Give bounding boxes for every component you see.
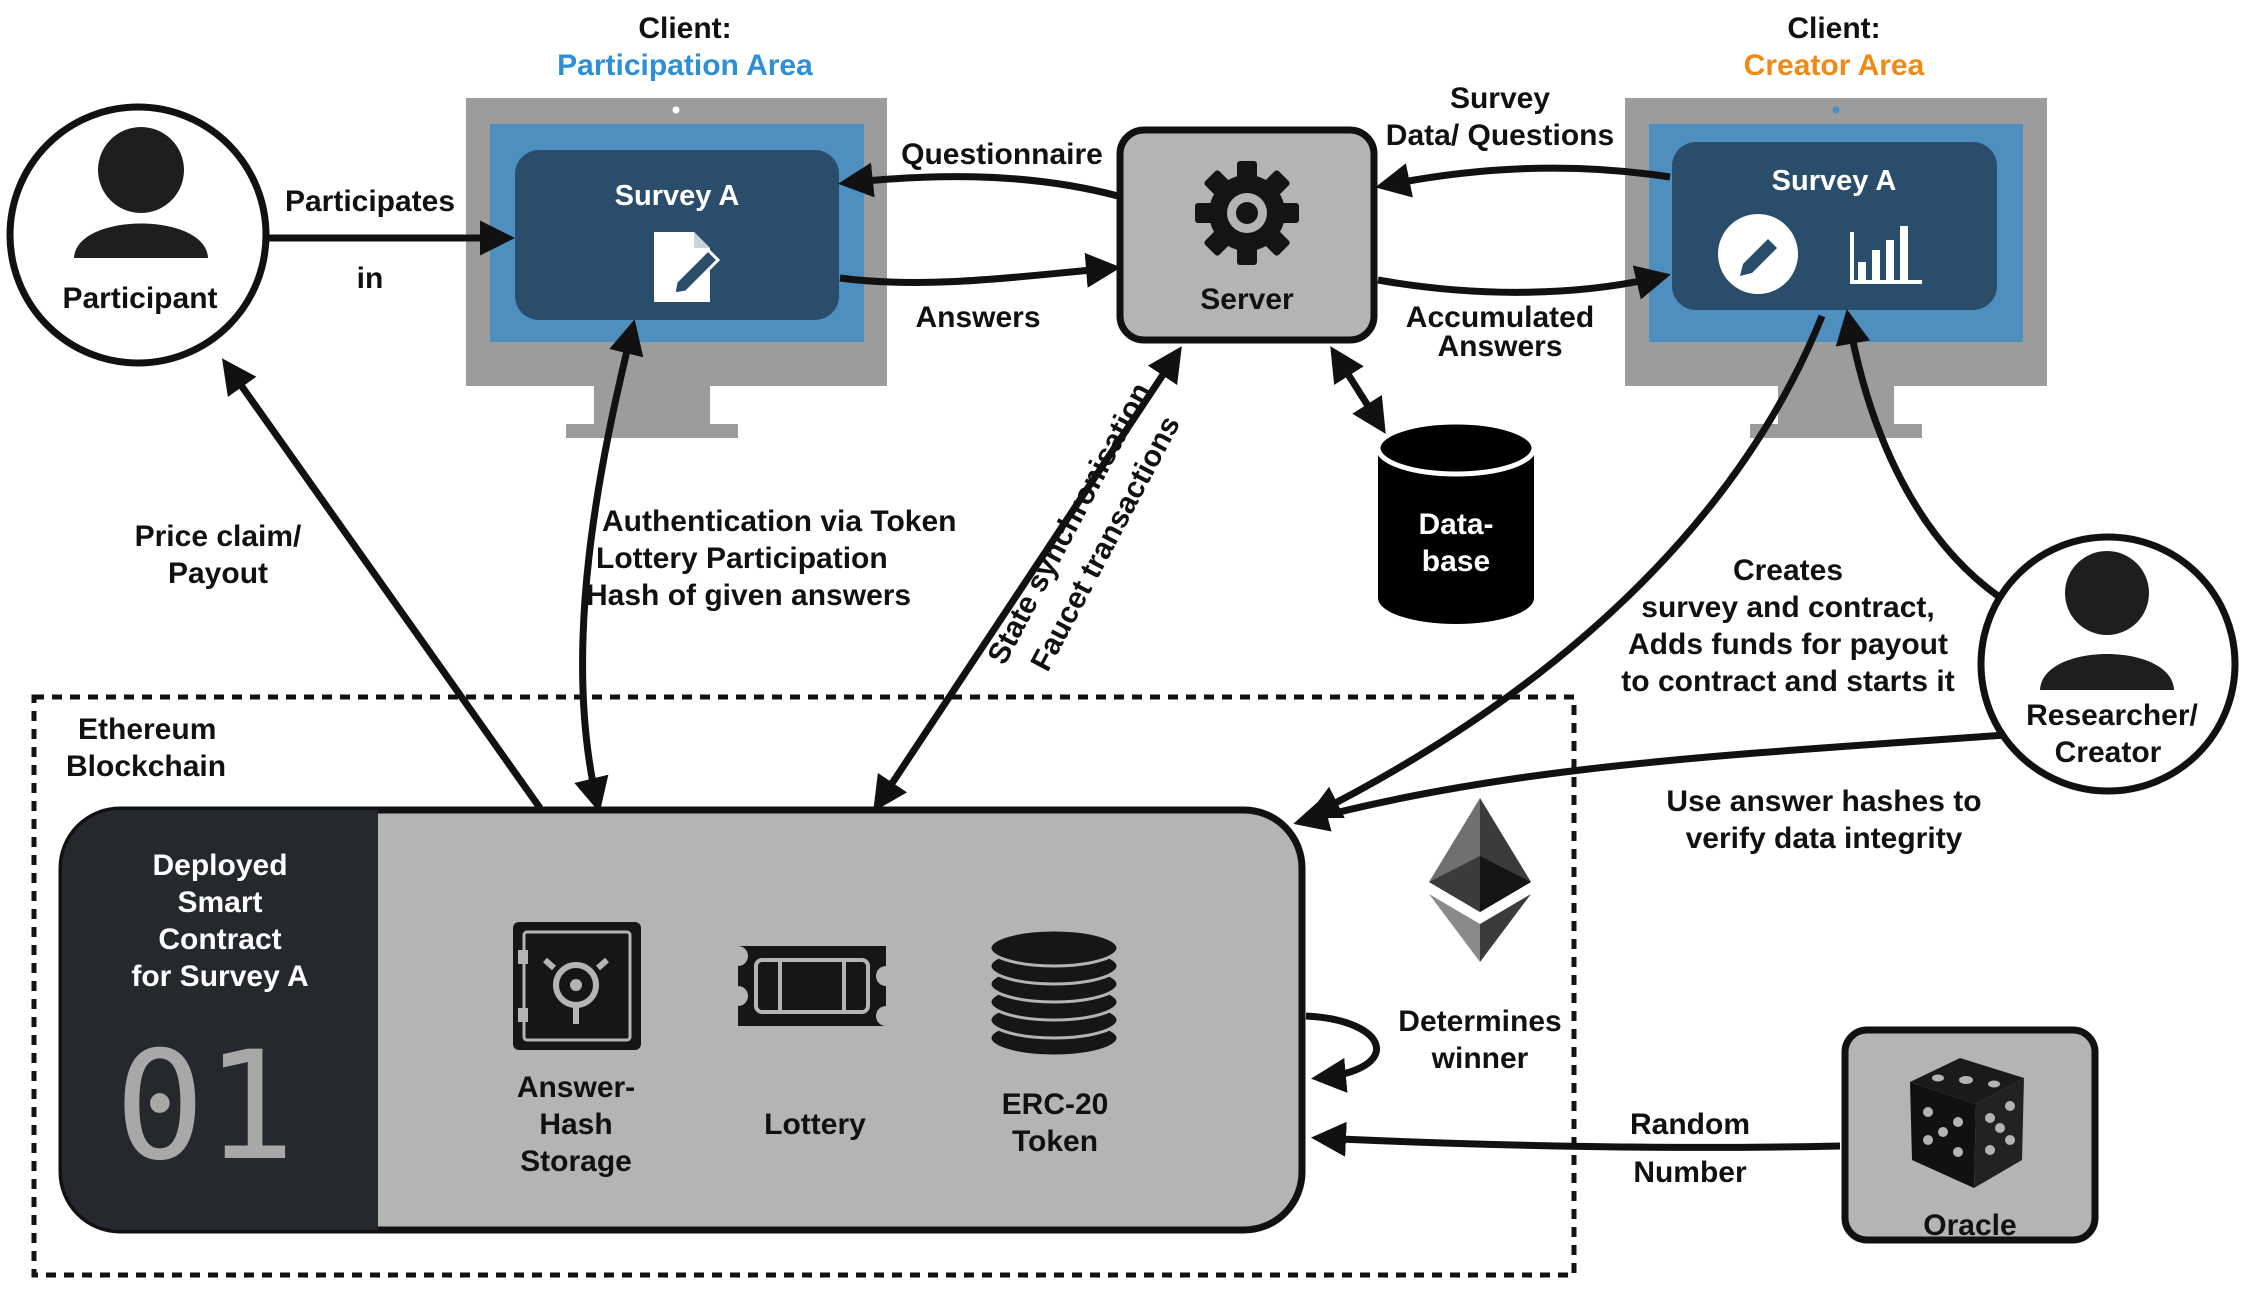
participant-label: Participant — [62, 282, 217, 315]
arrow-answers — [839, 252, 1121, 288]
arrow-survey-data — [1375, 163, 1671, 198]
authentication-label-line2: Lottery Participation — [596, 542, 888, 575]
document-edit-icon — [654, 232, 721, 302]
questionnaire-label: Questionnaire — [901, 138, 1103, 171]
database-label-line2: base — [1422, 545, 1490, 578]
determines-label-line2: winner — [1431, 1042, 1529, 1075]
creator-client: Client: Creator Area Survey A — [1625, 12, 2047, 438]
storage-label-line2: Hash — [539, 1108, 612, 1141]
database-label-line1: Data- — [1418, 508, 1493, 541]
creates-label-line1: Creates — [1733, 554, 1843, 587]
contract-title-line2: Smart — [177, 886, 262, 919]
arrow-questionnaire — [838, 162, 1119, 200]
arrow-verify — [1293, 731, 2006, 832]
token-label-line2: Token — [1012, 1125, 1098, 1158]
survey-data-label-line2: Data/ Questions — [1386, 119, 1614, 152]
arrow-researcher-to-creator — [1835, 309, 2001, 599]
determines-label-line1: Determines — [1398, 1005, 1561, 1038]
participates-label-line2: in — [357, 262, 384, 295]
oracle-label: Oracle — [1923, 1209, 2016, 1242]
participation-area-title: Participation Area — [557, 49, 813, 82]
blockchain-label-line1: Ethereum — [78, 713, 216, 746]
person-icon — [2040, 551, 2174, 690]
server-node: Server — [1116, 126, 1378, 344]
verify-label-line2: verify data integrity — [1686, 822, 1963, 855]
pencil-circle-icon[interactable] — [1718, 214, 1798, 294]
survey-card-title: Survey A — [615, 180, 740, 212]
arrow-determines-winner — [1305, 1012, 1380, 1093]
researcher-label-line2: Creator — [2055, 736, 2162, 769]
survey-data-label-line1: Survey — [1450, 82, 1550, 115]
database-node: Data- base — [1375, 419, 1537, 624]
arrow-accumulated — [1377, 265, 1671, 300]
gear-icon — [1195, 161, 1299, 265]
participates-label-line1: Participates — [285, 185, 455, 218]
dice-icon — [1910, 1058, 2024, 1188]
arrow-state-sync — [873, 346, 1182, 812]
researcher-node: Researcher/ Creator — [1977, 533, 2239, 795]
creates-label-line4: to contract and starts it — [1621, 665, 1954, 698]
storage-label-line1: Answer- — [517, 1071, 635, 1104]
arrow-random-number — [1311, 1121, 1841, 1157]
arrow-authentication — [574, 319, 644, 813]
contract-title-line3: Contract — [158, 923, 281, 956]
researcher-label-line1: Researcher/ — [2026, 699, 2198, 732]
storage-label-line3: Storage — [520, 1145, 632, 1178]
participant-node: Participant — [6, 103, 270, 367]
ethereum-logo-icon — [1429, 798, 1531, 962]
blockchain-boundary: Ethereum Blockchain — [31, 694, 1577, 1278]
payout-label-line1: Price claim/ — [135, 520, 302, 553]
lottery-label: Lottery — [764, 1108, 866, 1141]
accumulated-label-line2: Answers — [1437, 330, 1562, 363]
creator-heading: Client: — [1787, 12, 1880, 45]
arrow-database — [1330, 346, 1386, 434]
random-label-line1: Random — [1630, 1108, 1750, 1141]
bar-chart-icon[interactable] — [1850, 226, 1922, 284]
creator-area-title: Creator Area — [1744, 49, 1925, 82]
person-icon — [74, 127, 208, 258]
creates-label-line3: Adds funds for payout — [1628, 628, 1948, 661]
ticket-icon — [738, 946, 886, 1026]
participation-client: Client: Participation Area Survey A — [466, 12, 887, 438]
verify-label-line1: Use answer hashes to — [1666, 785, 1981, 818]
oracle-node: Oracle — [1841, 1026, 2099, 1244]
random-label-line2: Number — [1633, 1156, 1747, 1189]
arrow-creates — [1305, 314, 1826, 819]
contract-panel: Deployed Smart Contract for Survey A 01 … — [58, 806, 1306, 1234]
contract-number: 01 — [115, 1020, 296, 1194]
coin-stack-icon — [988, 928, 1120, 1058]
contract-title-line4: for Survey A — [131, 960, 308, 993]
safe-icon — [513, 922, 641, 1050]
participation-heading: Client: — [638, 12, 731, 45]
token-label-line1: ERC-20 — [1002, 1088, 1109, 1121]
arrows — [221, 162, 2006, 1157]
answers-label: Answers — [915, 301, 1040, 334]
arrow-payout — [221, 358, 543, 811]
server-label: Server — [1200, 283, 1294, 316]
accumulated-label-line1: Accumulated — [1406, 301, 1594, 334]
creates-label-line2: survey and contract, — [1641, 591, 1934, 624]
authentication-label-line1: Authentication via Token — [602, 505, 956, 538]
contract-title-line1: Deployed — [152, 849, 287, 882]
blockchain-label-line2: Blockchain — [66, 750, 226, 783]
survey-card-title: Survey A — [1772, 165, 1897, 197]
payout-label-line2: Payout — [168, 557, 268, 590]
authentication-label-line3: Hash of given answers — [586, 579, 911, 612]
